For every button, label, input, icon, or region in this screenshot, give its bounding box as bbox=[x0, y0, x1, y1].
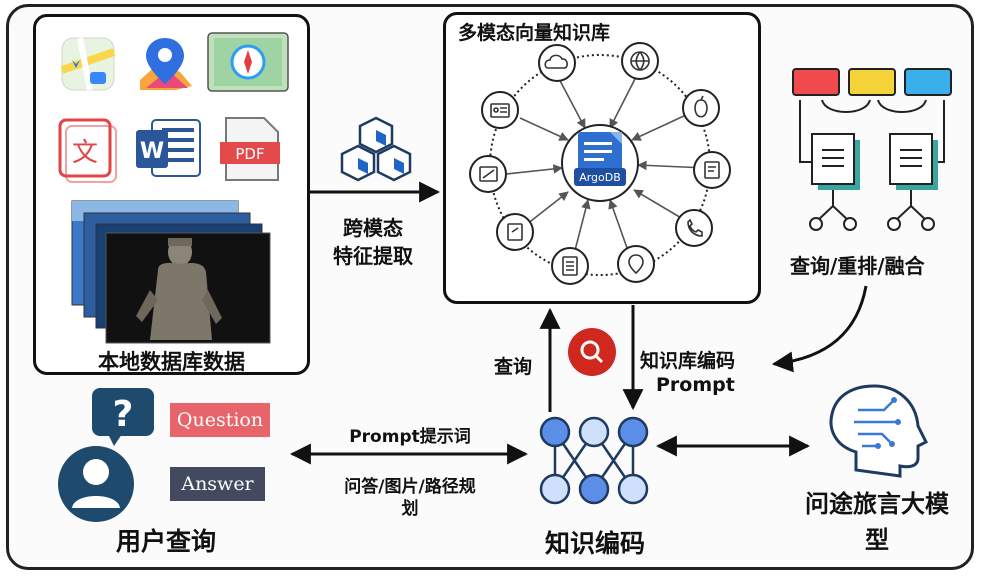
location-pin-icon bbox=[140, 38, 192, 90]
kb-encode-line2: Prompt bbox=[656, 374, 735, 396]
encoder-label: 知识编码 bbox=[544, 529, 645, 558]
pdf-icon: PDF bbox=[220, 117, 280, 181]
rerank-graphic bbox=[792, 68, 952, 231]
kb-title: 多模态向量知识库 bbox=[458, 22, 611, 44]
maps-app-icon bbox=[60, 37, 116, 91]
phone-icon bbox=[675, 209, 713, 247]
translate-char: 文 bbox=[72, 138, 98, 168]
kb-encode-line1: 知识库编码 bbox=[640, 350, 736, 372]
llm-label-line2: 型 bbox=[865, 526, 889, 554]
neural-encoder-icon bbox=[539, 416, 649, 505]
prompt-bottom-line1: 问答/图片/路径规 bbox=[344, 477, 476, 497]
rerank-label: 查询/重排/融合 bbox=[790, 254, 925, 278]
user-query-label: 用户查询 bbox=[116, 527, 217, 556]
compass-map-icon bbox=[207, 32, 289, 92]
chat-doc-icon bbox=[693, 151, 731, 189]
link-doc-icon bbox=[496, 213, 534, 251]
feature-extract-line1: 跨模态 bbox=[343, 216, 403, 240]
prompt-top-label: Prompt提示词 bbox=[349, 427, 471, 447]
argodb-label: ArgoDB bbox=[579, 171, 621, 184]
cloud-icon bbox=[538, 44, 576, 82]
photo-stack bbox=[71, 200, 271, 344]
ai-head-icon bbox=[829, 384, 929, 478]
question-mark: ? bbox=[113, 394, 134, 435]
id-card-icon bbox=[481, 91, 519, 129]
query-label: 查询 bbox=[494, 356, 533, 378]
word-icon: W bbox=[136, 119, 201, 177]
translate-icon: 文 bbox=[58, 118, 117, 183]
search-icon bbox=[568, 328, 616, 376]
location-node-icon bbox=[617, 245, 655, 283]
prompt-bottom-line2: 划 bbox=[401, 499, 419, 519]
question-tag: Question bbox=[170, 403, 270, 437]
apple-icon bbox=[682, 89, 720, 127]
local-db-caption: 本地数据库数据 bbox=[98, 350, 245, 374]
user-avatar-icon: ? bbox=[58, 388, 154, 522]
llm-label-line1: 问途旅言大模 bbox=[805, 490, 949, 518]
pdf-text: PDF bbox=[235, 145, 264, 163]
word-letter: W bbox=[140, 139, 164, 164]
answer-tag: Answer bbox=[170, 467, 265, 501]
feature-extract-line2: 特征提取 bbox=[333, 244, 413, 268]
